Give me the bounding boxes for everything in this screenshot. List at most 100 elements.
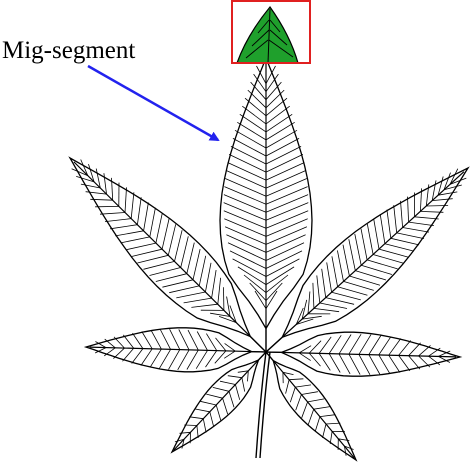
leaflet-upper-left-vein: [167, 224, 177, 256]
leaflet-mid-right-vein: [438, 350, 451, 357]
leaflet-mid-left-midrib: [89, 346, 267, 353]
leaflet-mid-right-vein: [388, 338, 402, 356]
leaflet-mid-left-vein: [103, 347, 116, 357]
leaflet-upper-left-vein: [149, 207, 156, 237]
leaflet-lower-left-vein: [241, 377, 246, 392]
leaflet-center-vein: [265, 290, 278, 309]
leaflet-upper-right-vein: [402, 227, 430, 233]
leaflet-center-vein: [244, 97, 267, 117]
leaflet-upper-left-vein: [143, 261, 175, 270]
leaflet-lower-right-vein: [313, 406, 331, 410]
leaflet-mid-right-vein: [428, 355, 441, 366]
leaflet-lower-right-vein: [344, 446, 347, 456]
leaflet-lower-right-vein: [301, 401, 308, 418]
leaflet-lower-right-vein: [338, 438, 350, 441]
leaflet-upper-right-vein: [331, 256, 338, 287]
leaflet-lower-left-vein: [202, 418, 207, 433]
leaflet-lower-left-vein: [196, 425, 199, 439]
leaflet-lower-left-vein: [174, 438, 185, 443]
leaflet-lower-right-vein: [344, 445, 354, 450]
leaflet-upper-right-vein: [319, 302, 348, 309]
leaflet-mid-right-vein: [308, 352, 321, 367]
leaflet-upper-right-vein: [360, 228, 368, 260]
leaflet-mid-right-vein: [368, 335, 382, 355]
leaflet-upper-left-vein: [104, 218, 132, 222]
leaflet-upper-right-vein: [408, 221, 434, 226]
leaflet-center-vein: [223, 210, 267, 229]
leaflet-mid-left-vein: [113, 347, 125, 359]
leaflet-center-vein: [265, 250, 303, 269]
leaflet-center-vein: [265, 218, 308, 237]
leaflet-upper-left-vein: [99, 212, 126, 215]
leaflet-upper-right-vein: [425, 184, 430, 207]
leaflet-upper-right-vein: [437, 176, 444, 196]
leaflet-lower-right-vein: [282, 371, 294, 375]
leaflet-lower-left-midrib: [173, 351, 267, 451]
leaflet-upper-right-vein: [414, 216, 439, 220]
leaflet-upper-right-vein: [316, 275, 321, 304]
leaflet-mid-left-vein: [196, 331, 208, 351]
leaflet-center-vein: [265, 226, 308, 245]
leaflet-lower-left-vein: [194, 408, 210, 413]
leaflet-upper-right-vein: [348, 239, 356, 271]
leaflet-center-vein: [239, 113, 267, 133]
leaflet-mid-right-vein: [408, 355, 421, 370]
leaflet-center-vein: [265, 73, 279, 92]
leaflet-lower-left-vein: [222, 398, 229, 415]
leaflet-center-vein: [247, 89, 267, 109]
leaflet-upper-left-vein: [85, 191, 107, 195]
leaflet-upper-left-vein: [155, 273, 187, 282]
leaflet-mid-left-vein: [94, 347, 107, 354]
leaflet-mid-left-vein: [149, 348, 162, 368]
leaflet-center-vein: [265, 170, 306, 189]
leaflet-lower-right-vein: [301, 391, 318, 395]
mig-segment-highlight: [236, 6, 299, 64]
leaflet-center-vein: [265, 210, 309, 229]
leaflet-mid-right-vein: [298, 345, 312, 354]
leaflet-upper-right-vein: [432, 198, 453, 201]
leaflet-mid-left-vein: [158, 349, 171, 369]
leaflet-upper-left-midrib: [73, 161, 267, 353]
leaflet-upper-left-vein: [217, 277, 221, 305]
leaflet-upper-right-vein: [386, 209, 392, 239]
leaflet-upper-right-vein: [307, 291, 311, 314]
leaflet-upper-left-vein: [137, 197, 142, 225]
leaflet-center-vein: [232, 138, 267, 157]
leaflet-center-vein: [232, 258, 267, 277]
leaflet-lower-left-vein: [209, 411, 215, 427]
leaflet-upper-left-vein: [169, 285, 200, 294]
leaflet-lower-left-vein: [219, 380, 236, 385]
leaflet-lower-left-vein: [184, 424, 197, 426]
leaflet-mid-right-midrib: [265, 351, 457, 358]
leaflet-mid-left-vein: [122, 348, 135, 362]
leaflet-center-vein: [224, 226, 267, 245]
leaflet-upper-right-vein: [420, 211, 444, 213]
leaflet-center-vein: [226, 170, 267, 189]
leaflet-mid-left-vein: [131, 348, 144, 364]
leaflet-upper-left-vein: [176, 291, 206, 299]
highlight-box: [231, 0, 311, 64]
leaflet-upper-right-vein: [313, 308, 340, 313]
leaflet-upper-left-vein: [191, 303, 218, 308]
leaflet-upper-right-vein: [379, 214, 386, 244]
leaflet-lower-right-vein: [307, 409, 315, 425]
leaflet-lower-left-vein: [179, 431, 191, 434]
leaflet-center-vein: [226, 234, 267, 253]
leaflet-lower-left-vein: [206, 393, 223, 399]
leaflet-upper-left-vein: [155, 213, 163, 244]
leaflet-mid-left-vein: [205, 350, 218, 368]
leaflet-upper-right-vein: [355, 270, 387, 281]
leaflet-upper-left-vein: [192, 249, 201, 280]
leaflet-upper-right-vein: [396, 232, 425, 239]
leaflet-mid-left-vein: [224, 343, 236, 352]
leaflet-upper-right-vein: [373, 218, 380, 250]
leaflet-upper-right-vein: [431, 180, 437, 201]
leaflet-upper-right-vein: [420, 188, 422, 212]
leaflet-mid-left-vein: [195, 350, 208, 369]
leaflet-mid-right-vein: [398, 340, 412, 356]
leaflet-upper-right-vein: [349, 275, 381, 286]
leaflet-upper-left-vein: [211, 270, 217, 299]
leaflet-center-vein: [227, 162, 267, 181]
leaflet-upper-left-vein: [183, 297, 212, 304]
